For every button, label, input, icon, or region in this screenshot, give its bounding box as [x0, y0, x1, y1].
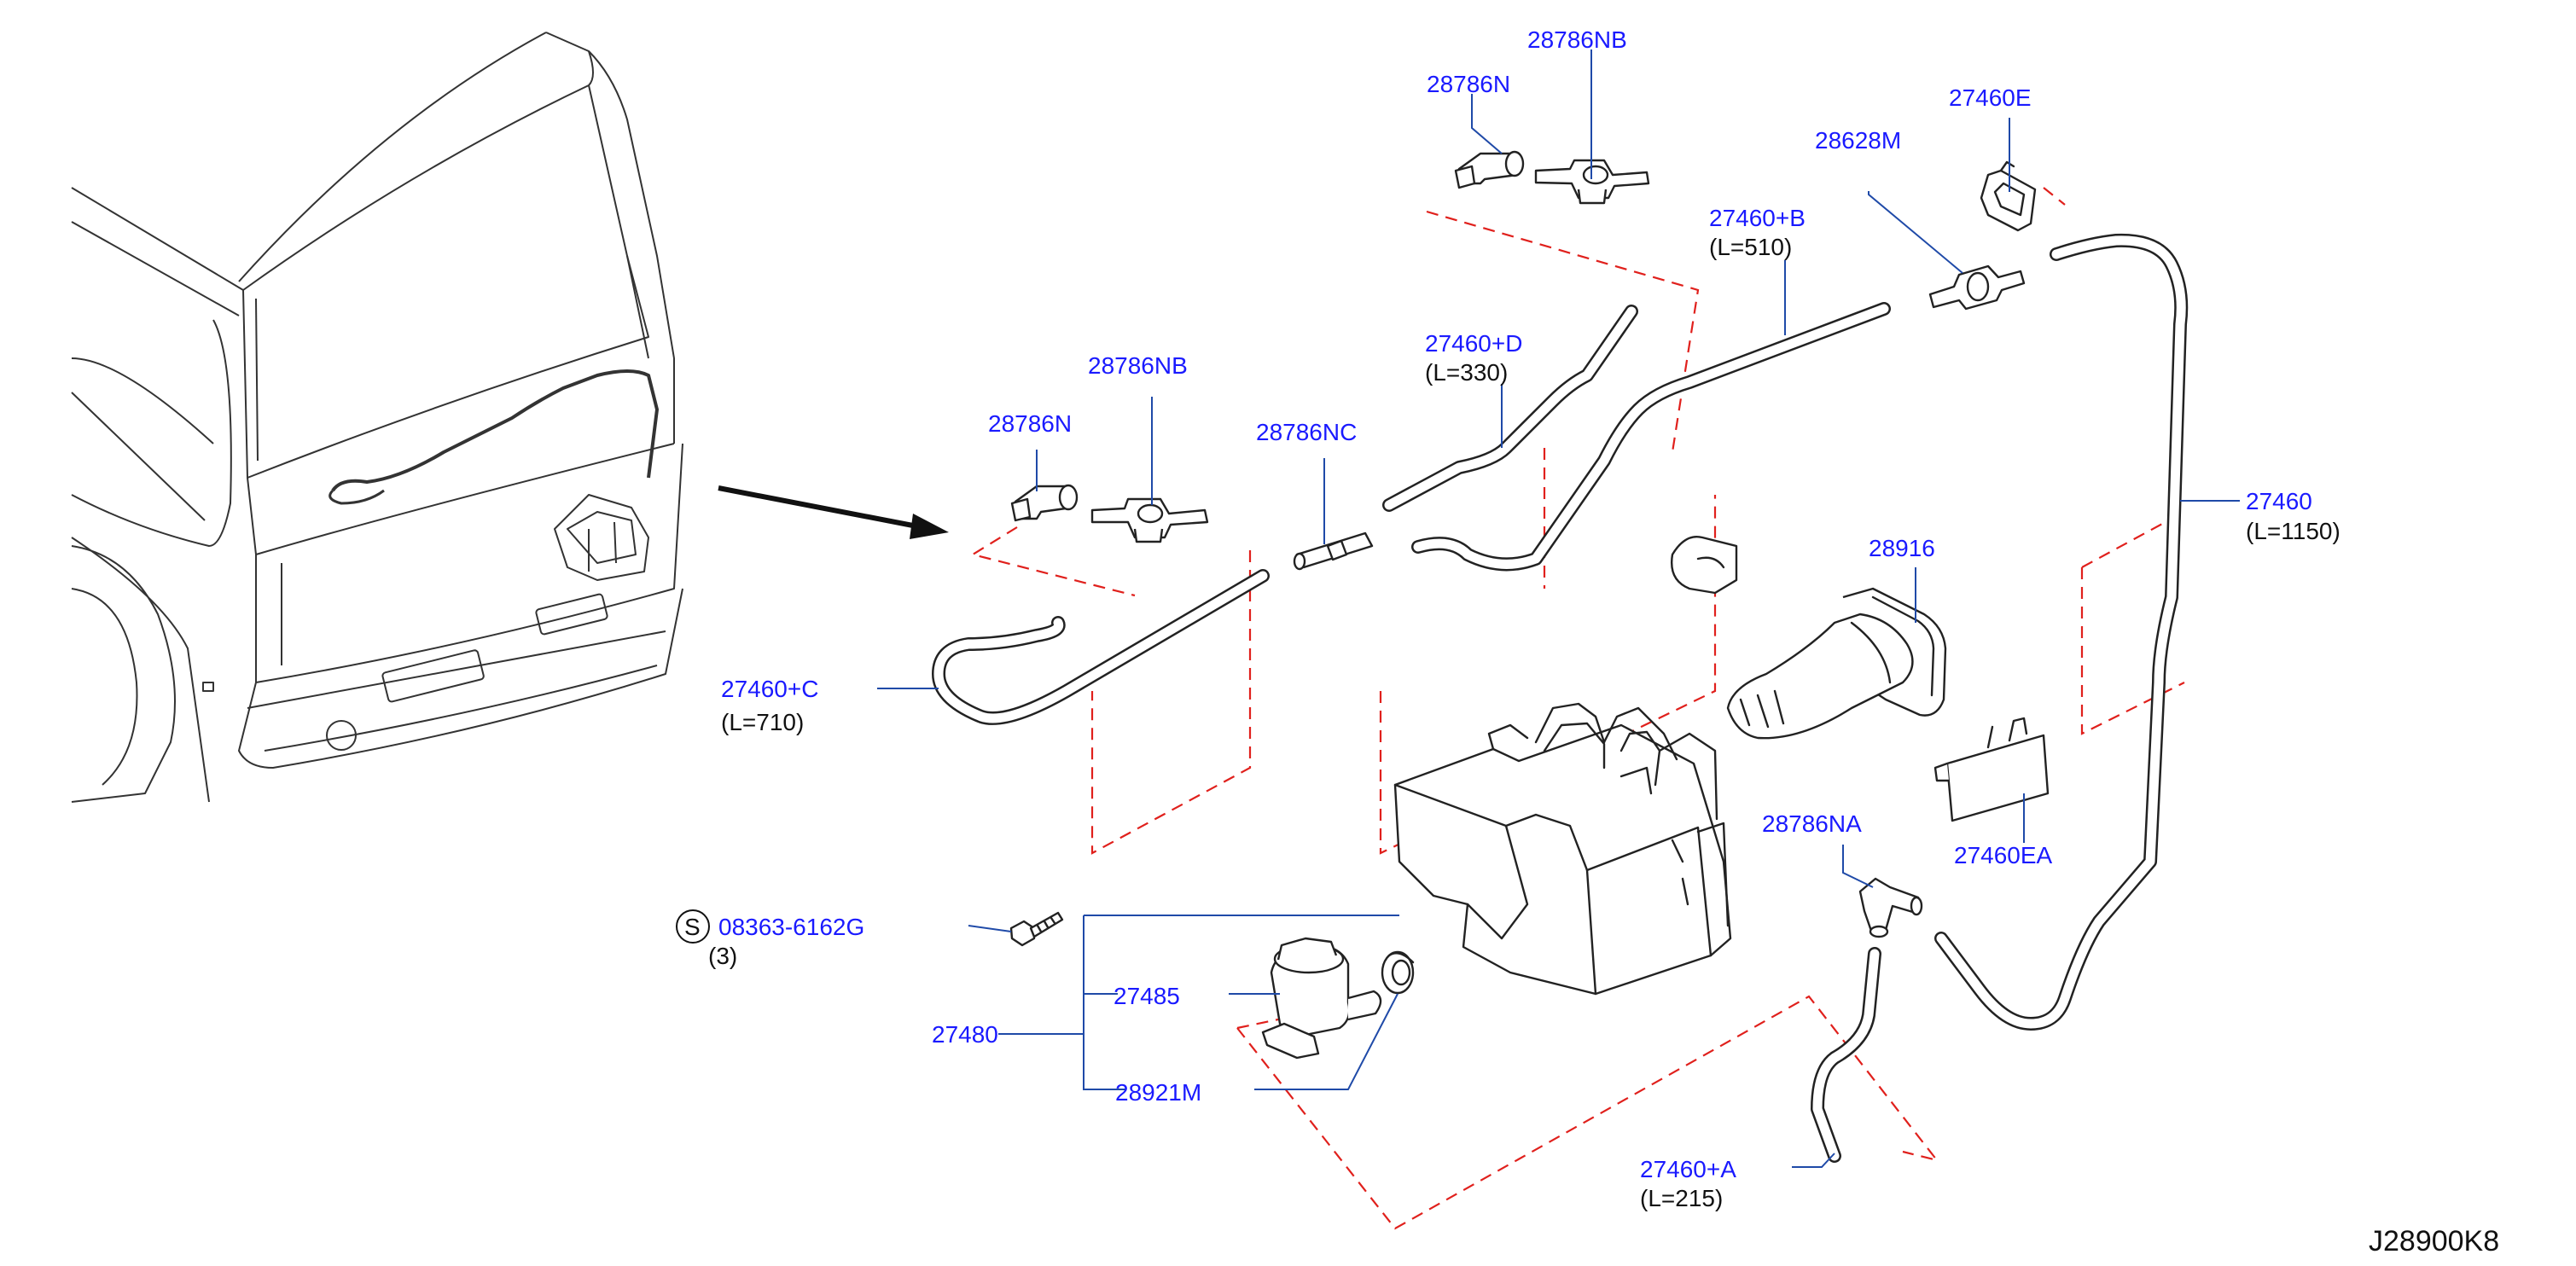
label-27460D-length: (L=330): [1425, 359, 1508, 386]
label-28786N-mid: 28786N: [988, 410, 1072, 437]
location-arrow-icon: [718, 485, 949, 539]
washer-tank-27480: [1393, 702, 1732, 996]
hose-27460-B: [1411, 302, 1891, 572]
screw-symbol-circle: [676, 909, 710, 944]
label-28916: 28916: [1869, 535, 1935, 561]
bracket-28916: [1726, 587, 1947, 740]
diagram-code: J28900K8: [2369, 1225, 2499, 1257]
label-27485: 27485: [1114, 983, 1180, 1009]
grommet-28921M: [1381, 950, 1415, 995]
washer-pump-27485: [1261, 937, 1382, 1060]
label-28786N-top: 28786N: [1427, 71, 1510, 97]
clip-27460E: [1980, 160, 2037, 232]
clip-hose-holder: [1671, 536, 1738, 595]
hose-27460-C: [932, 569, 1270, 725]
label-27460C-length: (L=710): [721, 709, 804, 735]
label-27460B: 27460+B: [1709, 205, 1806, 231]
label-27460A: 27460+A: [1640, 1156, 1736, 1182]
label-08363-quantity: (3): [708, 943, 737, 969]
vehicle-front-illustration: [71, 32, 683, 803]
label-27460C: 27460+C: [721, 676, 818, 702]
label-28786NB-top: 28786NB: [1527, 26, 1627, 53]
hose-27460-D: [1382, 305, 1638, 512]
valve-28786NB-mid: [1090, 497, 1209, 543]
label-27480: 27480: [932, 1021, 998, 1048]
label-28786NB-mid: 28786NB: [1088, 352, 1188, 379]
label-28628M: 28628M: [1815, 127, 1901, 154]
label-28786NC: 28786NC: [1256, 419, 1357, 445]
label-28921M: 28921M: [1115, 1079, 1201, 1106]
connector-28786N-top: [1454, 150, 1525, 189]
screw-symbol: S: [684, 914, 701, 940]
label-08363-6162G: 08363-6162G: [718, 914, 864, 940]
screw-08363: [1009, 911, 1064, 947]
label-27460EA: 27460EA: [1954, 842, 2053, 868]
dashed-guide-lines: [970, 187, 2185, 1230]
hose-27460-A: [1811, 947, 1881, 1163]
label-28786NA: 28786NA: [1762, 810, 1862, 837]
label-27460B-length: (L=510): [1709, 234, 1792, 260]
hose-27460: [1934, 233, 2189, 1031]
label-27460: 27460: [2246, 488, 2312, 514]
label-27460A-length: (L=215): [1640, 1185, 1723, 1211]
connector-28786N-mid: [1010, 484, 1079, 522]
leader-lines: [877, 49, 2240, 1168]
label-27460E: 27460E: [1949, 84, 2032, 111]
part-labels: 28786NB 28786N 27460E 28628M 27460+B (L=…: [676, 26, 2499, 1257]
joint-28786NC: [1293, 531, 1374, 571]
label-27460-length: (L=1150): [2246, 518, 2340, 544]
label-27460D: 27460+D: [1425, 330, 1522, 357]
connector-28786NA: [1858, 877, 1923, 938]
check-valve-28628M: [1928, 264, 2026, 311]
bracket-27460EA: [1933, 717, 2050, 822]
